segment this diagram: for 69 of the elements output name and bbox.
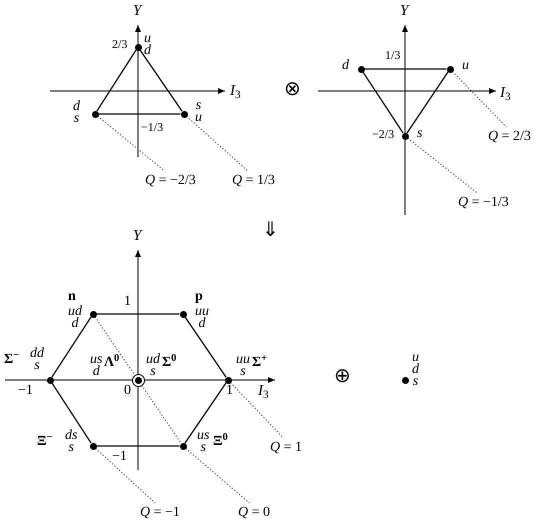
charge-label: Q = −2/3: [145, 171, 209, 191]
quark-content: s: [417, 128, 422, 140]
charge-label: Q = 0: [238, 503, 284, 523]
multiplet-line: [51, 316, 92, 378]
axis-label: Y: [400, 4, 408, 19]
tick-label: 1/3: [385, 49, 400, 61]
dotted-line: [230, 382, 284, 438]
charge-label: Q = 1/3: [232, 171, 286, 191]
particle-name: p: [195, 290, 203, 304]
tick-label: −1: [18, 384, 33, 398]
particle-name: Σ$^{0}$: [162, 356, 176, 370]
multiplet-line: [139, 50, 183, 112]
dotted-line: [94, 316, 135, 376]
multiplet-line: [362, 72, 404, 134]
quark-content: u d s: [412, 352, 419, 388]
quark-content: u: [462, 60, 469, 72]
quark-content: s u: [195, 100, 202, 124]
multiplet-line: [96, 50, 137, 112]
dotted-line: [452, 71, 507, 128]
charge-label: Q = −1/3: [458, 193, 522, 213]
charge-label: Q = 1: [270, 438, 316, 458]
implies-arrow-symbol: ⇓: [262, 220, 279, 240]
multiplet-line: [51, 382, 92, 444]
particle-name: Λ$^{0}$: [104, 356, 120, 370]
tensor-product-symbol: ⊗: [284, 79, 301, 99]
axis-label: I$_{3}$: [500, 86, 511, 101]
charge-label: Q = −1: [140, 503, 192, 523]
multiplet-line: [96, 313, 180, 315]
multiplet-line: [98, 113, 180, 115]
direct-sum-symbol: ⊕: [334, 366, 351, 386]
tick-label: −1: [112, 450, 127, 464]
dotted-line: [97, 116, 166, 172]
quark-content: ud d: [68, 306, 82, 330]
quark-content: d s: [73, 101, 80, 125]
dotted-line: [185, 448, 250, 504]
tick-label: 1: [124, 295, 131, 309]
charge-label: Q = 2/3: [488, 127, 544, 147]
multiplet-line: [184, 316, 227, 378]
quark-content: uu d: [195, 306, 209, 330]
multiplet-line: [364, 68, 446, 70]
quark-content: dd s: [30, 348, 44, 372]
multiplet-line: [406, 72, 449, 134]
particle-name: Σ$^{−}$: [4, 353, 20, 367]
dotted-line: [186, 116, 248, 172]
dotted-line: [407, 138, 478, 194]
multiplet-line: [184, 382, 227, 444]
tick-label: −1/3: [141, 121, 164, 133]
tick-label: 1: [226, 384, 233, 398]
tick-label: −2/3: [372, 128, 394, 140]
quark-content: u d: [144, 33, 151, 57]
ringed-dot: [132, 374, 144, 386]
quark-content: uu s: [236, 354, 250, 378]
quark-content: ds s: [65, 430, 78, 454]
axis-label: Y: [133, 4, 142, 19]
tick-label: 2/3: [112, 38, 128, 50]
axis-label: I$_{3}$: [258, 384, 269, 399]
multiplet-line: [96, 445, 180, 447]
tick-label: 0: [124, 384, 131, 398]
particle-name: Ξ$^{0}$: [213, 435, 228, 449]
axis-label: I$_{3}$: [230, 84, 241, 99]
quark-content: ud s: [146, 354, 160, 378]
particle-name: Ξ$^{−}$: [37, 435, 52, 449]
axis-label: Y: [133, 229, 142, 244]
particle-name: n: [68, 290, 76, 304]
particle-name: Σ$^{+}$: [252, 356, 268, 370]
quark-content: us s: [197, 430, 210, 454]
dotted-line: [95, 448, 156, 504]
quark-content: d: [342, 60, 349, 72]
quark-content: us d: [90, 354, 102, 378]
